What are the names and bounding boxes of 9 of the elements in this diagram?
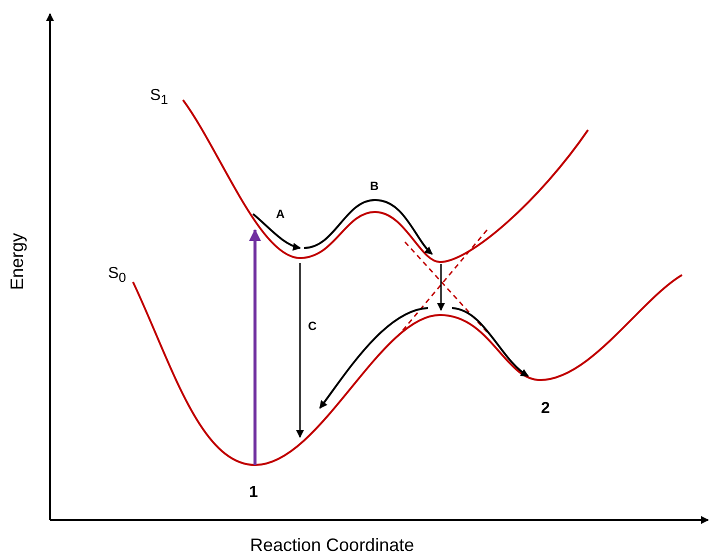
curve-label: S$_{1}$ [150, 88, 168, 107]
axis-title: Reaction Coordinate [250, 536, 414, 554]
point-label: 2 [541, 401, 550, 417]
point-label: 1 [249, 485, 258, 501]
step-label: B [370, 180, 379, 192]
axis-title: Energy [8, 232, 26, 290]
step-label: C [308, 320, 317, 332]
step-label: A [276, 208, 285, 220]
curve-label: S$_{0}$ [108, 266, 126, 285]
